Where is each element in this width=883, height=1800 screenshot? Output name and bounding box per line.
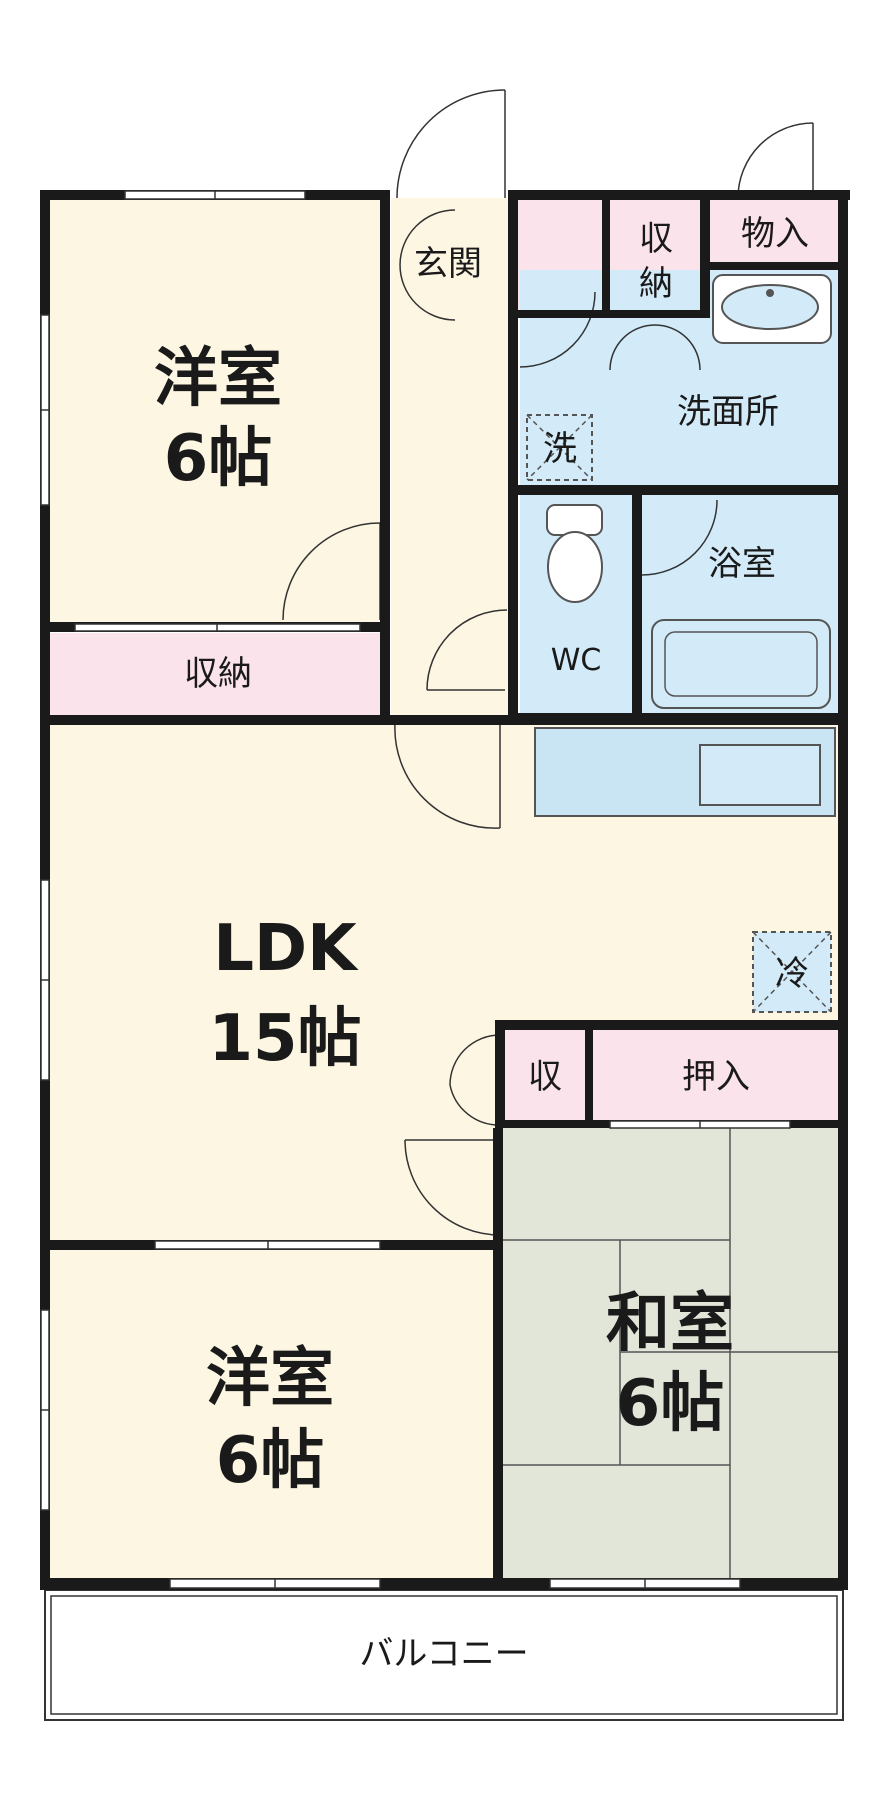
western-room-bottom-name: 洋室 <box>206 1342 334 1416</box>
ldk-name: LDK <box>213 912 359 986</box>
oshiire-floor <box>593 1030 840 1120</box>
storage-left-floor <box>48 633 381 715</box>
western-room-bottom-floor <box>48 1248 493 1578</box>
kitchen-sink <box>699 744 821 806</box>
balcony <box>44 1589 844 1721</box>
washer-label: 洗 <box>543 429 577 469</box>
closet-small-label: 収 <box>528 1057 562 1097</box>
bathtub <box>651 619 831 709</box>
western-room-top-size: 6帖 <box>164 422 273 496</box>
oshiire-label: 押入 <box>682 1057 750 1097</box>
storage-left-label: 収納 <box>184 654 252 694</box>
outdoor-storage-floor <box>710 198 840 263</box>
washroom-label: 洗面所 <box>677 392 779 432</box>
fridge-label: 冷 <box>775 954 809 994</box>
western-room-top-name: 洋室 <box>154 342 282 416</box>
japanese-room-size: 6帖 <box>616 1367 725 1441</box>
western-room-top-floor <box>48 198 381 623</box>
toilet-label: WC <box>551 643 602 678</box>
storage-top-label-1: 収 <box>639 219 673 259</box>
bathroom-label: 浴室 <box>708 544 776 584</box>
japanese-room-floor <box>503 1128 840 1578</box>
closet-small-floor <box>505 1030 585 1120</box>
storage-top-label-2: 納 <box>639 264 673 304</box>
western-room-bottom-size: 6帖 <box>216 1424 325 1498</box>
ldk-size: 15帖 <box>208 1002 361 1076</box>
windows <box>40 190 791 1589</box>
entrance-hall-floor <box>391 198 509 715</box>
toilet-fixture <box>546 504 603 603</box>
entrance-label: 玄関 <box>414 244 482 284</box>
outdoor-storage-label: 物入 <box>741 214 809 254</box>
tatami-lines <box>503 1128 840 1578</box>
balcony-label: バルコニー <box>359 1634 528 1674</box>
japanese-room-name: 和室 <box>606 1287 734 1361</box>
